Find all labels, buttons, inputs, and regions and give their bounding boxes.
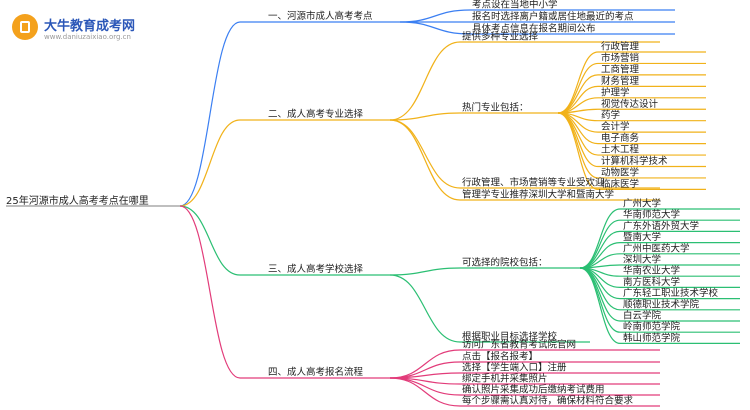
branch-2-item-2-child-10: 土木工程: [601, 144, 640, 156]
brand-url: www.daniuzaixiao.org.cn: [44, 33, 131, 41]
branch-2-item-2: 热门专业包括：: [462, 102, 529, 114]
branch-2-item-2-child-13: 临床医学: [601, 178, 639, 190]
branch-2-item-2-child-11: 计算机科学技术: [601, 155, 668, 167]
book-icon: [12, 14, 38, 40]
branch-1-label: 一、河源市成人高考考点: [268, 10, 373, 22]
branch-3-item-1-child-4: 暨南大学: [623, 231, 661, 243]
branch-1-item-1: 考点设在当地中小学: [472, 0, 558, 11]
branch-3-item-1-child-5: 广州中医药大学: [623, 242, 690, 254]
branch-3-item-1-child-3: 广东外语外贸大学: [623, 220, 699, 232]
branch-3-label: 三、成人高考学校选择: [268, 263, 364, 275]
mindmap-links: [6, 9, 740, 407]
link-branch-1-item-1: [399, 9, 471, 23]
link-branch-2-item-2-child-1: [557, 51, 599, 114]
branch-2-item-2-child-6: 视觉传达设计: [601, 98, 659, 110]
branch-3-item-1-child-11: 白云学院: [623, 310, 662, 322]
branch-3-item-2: 根据职业目标选择学校: [462, 331, 558, 343]
branch-2-item-2-child-2: 市场营销: [601, 52, 640, 64]
branch-4-item-3: 选择【学生端入口】注册: [462, 362, 567, 374]
branch-2-item-3: 行政管理、市场营销等专业受欢迎: [462, 177, 605, 189]
branch-2-item-2-child-4: 财务管理: [601, 75, 640, 87]
link-branch-2-item-2-child-10: [557, 112, 599, 156]
link-branch-3-item-1: [389, 267, 461, 276]
branch-3-item-1-child-2: 华南师范大学: [623, 209, 680, 221]
link-branch-2-item-4: [389, 119, 461, 201]
branch-4-item-1: 访问广东省教育考试院官网: [462, 339, 576, 351]
branch-3-item-1-child-6: 深圳大学: [623, 254, 661, 266]
link-root-branch-1: [179, 21, 241, 207]
branch-4-item-2: 点击【报名报考】: [462, 351, 538, 363]
branch-4-item-6: 每个步骤需认真对待，确保材料符合要求: [462, 395, 634, 407]
branch-2-item-2-child-12: 动物医学: [601, 166, 639, 178]
branch-3-item-1-child-10: 顺德职业技术学院: [623, 298, 700, 310]
branch-2-item-2-child-7: 药学: [601, 109, 620, 121]
link-branch-3-item-2: [389, 274, 461, 343]
branch-4-item-4: 绑定手机并采集照片: [462, 373, 548, 385]
mindmap-nodes: 25年河源市成人高考考点在哪里 一、河源市成人高考考点 考点设在当地中小学报名时选择…: [6, 0, 719, 407]
branch-3-item-1-child-1: 广州大学: [623, 198, 661, 210]
branch-2-item-1: 提供多种专业选择: [462, 31, 539, 43]
branch-2-item-2-child-3: 工商管理: [601, 63, 640, 75]
link-branch-2-item-2-child-11: [557, 112, 599, 168]
branch-2-item-2-child-8: 会计学: [601, 121, 630, 133]
branch-3-item-1: 可选择的院校包括：: [462, 257, 548, 269]
link-branch-2-item-2: [389, 112, 461, 121]
root-node: 25年河源市成人高考考点在哪里: [6, 194, 149, 207]
link-branch-1-item-3: [399, 21, 471, 35]
branch-3-item-1-child-13: 韩山师范学院: [623, 332, 681, 344]
link-branch-2-item-2-child-13: [557, 112, 599, 190]
branch-3-item-1-child-8: 南方医科大学: [623, 276, 680, 288]
link-branch-2-item-3: [389, 119, 461, 189]
link-root-branch-4: [179, 205, 241, 379]
branch-2-item-2-child-9: 电子商务: [601, 132, 640, 144]
branch-3-item-1-child-9: 广东轻工职业技术学校: [623, 287, 719, 299]
branch-2-label: 二、成人高考专业选择: [268, 108, 364, 120]
link-branch-2-item-1: [389, 41, 461, 121]
link-root-branch-2: [179, 119, 241, 207]
brand-logo: 大牛教育成考网 www.daniuzaixiao.org.cn: [8, 8, 148, 46]
link-branch-3-item-1-child-1: [579, 208, 621, 269]
branch-3-item-1-child-7: 华南农业大学: [623, 265, 680, 277]
branch-4-label: 四、成人高考报名流程: [268, 366, 364, 378]
branch-2-item-2-child-1: 行政管理: [601, 41, 640, 53]
branch-2-item-4: 管理学专业推荐深圳大学和暨南大学: [462, 189, 614, 201]
branch-2-item-2-child-5: 护理学: [601, 86, 630, 98]
link-branch-3-item-1-child-13: [579, 267, 621, 344]
branch-1-item-3: 具体考点信息在报名期间公布: [472, 23, 596, 35]
link-branch-4-item-3: [389, 372, 461, 379]
link-branch-4-item-6: [389, 377, 461, 407]
branch-3-item-1-child-12: 岭南师范学院: [623, 321, 681, 333]
link-branch-3-item-1-child-4: [579, 242, 621, 269]
link-root-branch-3: [179, 205, 241, 276]
branch-1-item-2: 报名时选择离户籍或居住地最近的考点: [472, 11, 634, 23]
branch-4-item-5: 确认照片采集成功后缴纳考试费用: [462, 384, 605, 396]
brand-name: 大牛教育成考网: [44, 19, 136, 34]
